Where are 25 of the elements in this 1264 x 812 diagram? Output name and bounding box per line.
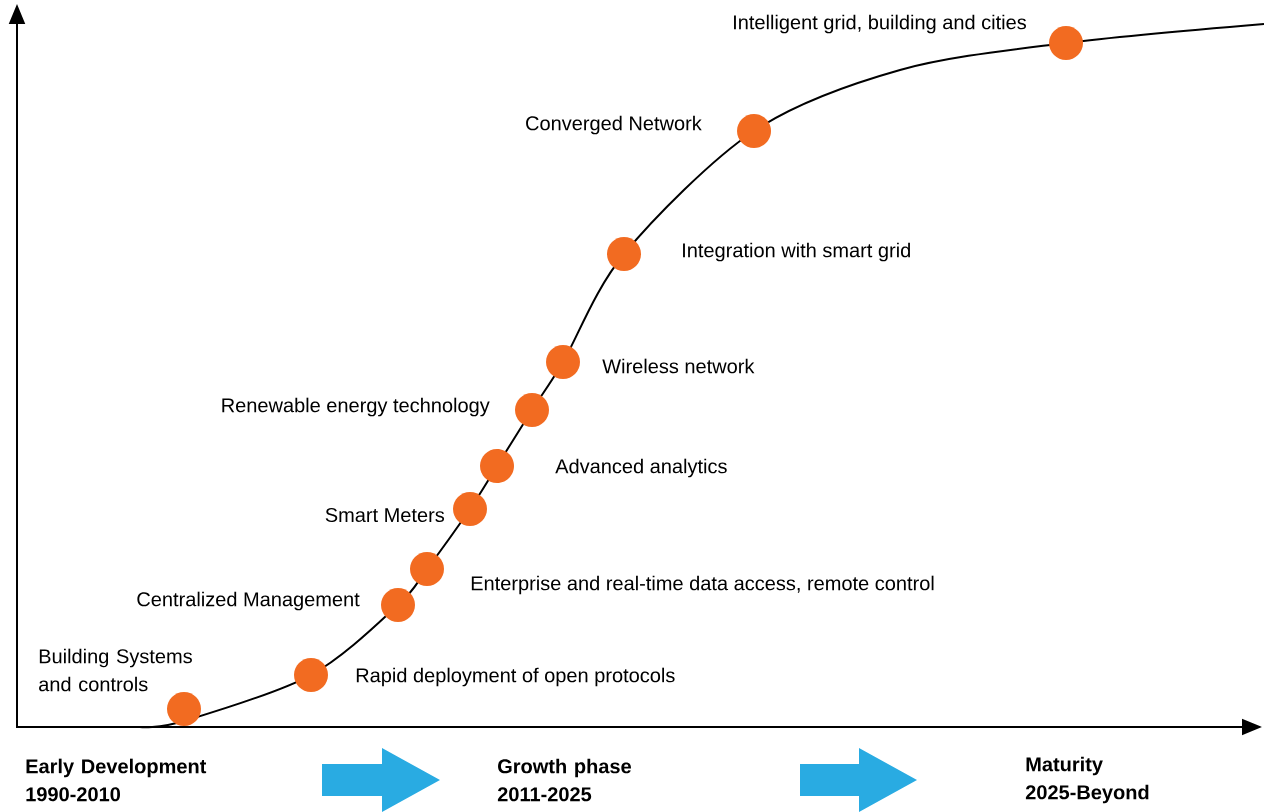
point-dot <box>1049 26 1083 60</box>
point-label: Building Systems and controls <box>39 648 192 692</box>
phase-label: Early Development 1990-2010 <box>26 758 207 802</box>
point-label: Smart Meters <box>325 507 445 523</box>
point-dot <box>381 588 415 622</box>
point-label: Advanced analytics <box>555 458 727 478</box>
point-dot <box>410 552 444 586</box>
phase-label: Maturity 2025-Beyond <box>1025 756 1149 804</box>
point-dot <box>294 658 328 692</box>
point-label: Centralized Management <box>137 591 360 611</box>
point-dot <box>480 449 514 483</box>
point-dot <box>607 237 641 271</box>
point-label: Intelligent grid, building and cities <box>734 14 1026 34</box>
point-label: Rapid deployment of open protocols <box>356 667 675 687</box>
point-label: Integration with smart grid <box>683 242 910 262</box>
point-label: Renewable energy technology <box>222 397 490 417</box>
point-dot <box>167 692 201 726</box>
point-dot <box>737 114 771 148</box>
point-label: Wireless network <box>602 358 755 374</box>
point-label: Converged Network <box>526 115 702 135</box>
point-label: Enterprise and real-time data access, remote control <box>471 575 934 595</box>
point-dot <box>515 393 549 427</box>
point-dot <box>453 492 487 526</box>
phase-label: Growth phase 2011-2025 <box>497 758 631 802</box>
point-dot <box>546 345 580 379</box>
